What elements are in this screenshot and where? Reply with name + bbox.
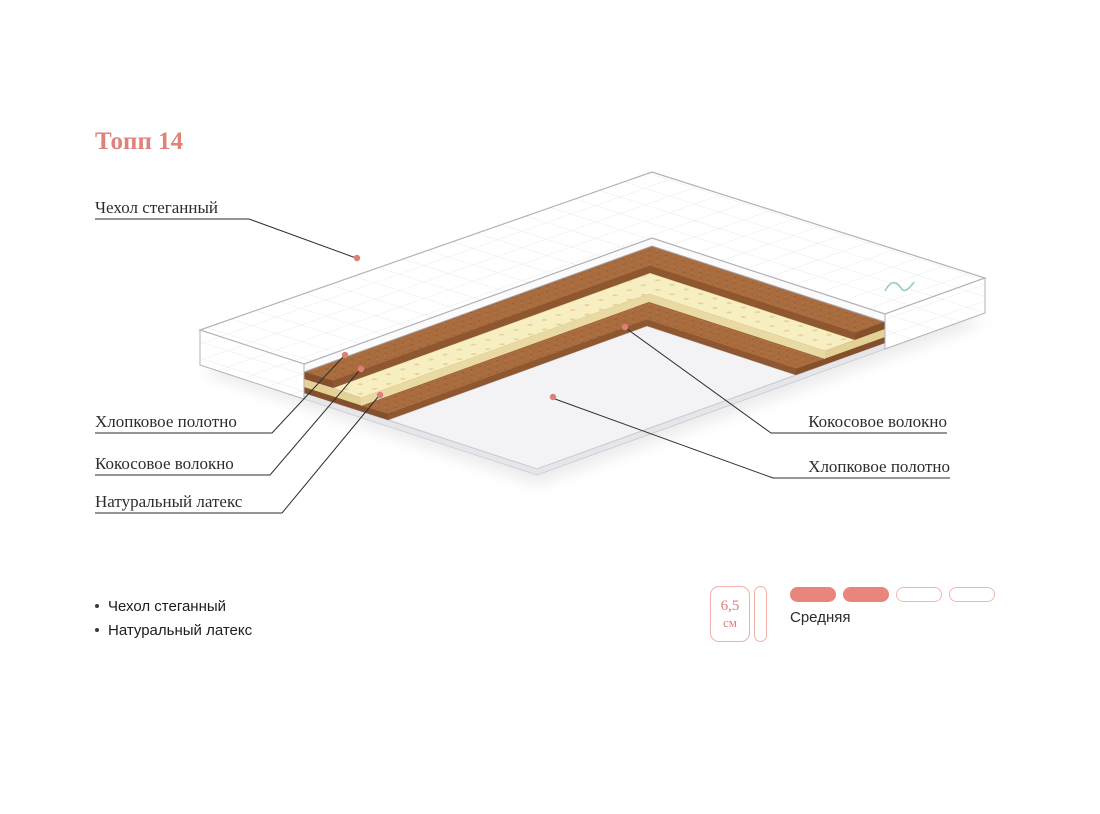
features-list: Чехол стеганный Натуральный латекс [95,594,252,642]
coco-edge-right-2 [796,337,885,375]
firmness-pill [949,587,995,602]
marker-dot-cotton-left [341,351,349,359]
coconut-upper-step-face [333,266,855,388]
coconut-lower-step-face [388,320,796,420]
firmness-indicator: Средняя [790,587,995,626]
coco-edge-left-1 [304,372,333,388]
label-quilted-cover: Чехол стеганный [95,198,218,217]
label-coconut-left: Кокосовое волокно [95,454,234,473]
latex-edge-left [304,379,361,406]
firmness-pills [790,587,995,602]
height-indicator: 6,5 см [710,586,750,642]
leader-cotton-left [95,356,344,434]
bullet-dot [95,604,99,608]
latex-step-face [361,294,825,406]
leader-cotton-right [554,398,950,479]
leader-cover [95,218,357,259]
label-cotton-left: Хлопковое полотно [95,412,237,431]
leader-latex-left [95,396,379,514]
firmness-label: Средняя [790,609,851,626]
feature-item: Натуральный латекс [108,621,253,639]
height-value: 6,5 [720,598,740,614]
firmness-pill [896,587,942,602]
cover-side-right [884,277,986,350]
height-unit: см [723,615,737,630]
coco-edge-right-1 [855,322,885,340]
marker-dot-cover [353,254,361,262]
feature-row: Чехол стеганный [95,594,252,618]
marker-dot-coco-left [357,365,365,373]
latex-edge-right [825,329,885,359]
fabric-logo [884,281,915,292]
label-latex-left: Натуральный латекс [95,492,243,511]
feature-item: Чехол стеганный [108,597,227,615]
bullet-dot [95,628,99,632]
marker-dot-cotton-right [549,393,557,401]
latex-holes-texture [333,273,855,398]
firmness-pill [790,587,836,602]
marker-dot-coco-right [621,323,629,331]
label-cotton-right: Хлопковое полотно [808,457,950,476]
label-coconut-right: Кокосовое волокно [808,412,947,431]
height-indicator-bar [754,586,767,642]
marker-dot-latex-left [376,391,384,399]
firmness-pill [843,587,889,602]
page-title: Топп 14 [95,128,184,155]
leader-coco-left [95,370,360,476]
coco-edge-left-2 [304,387,388,420]
feature-row: Натуральный латекс [95,618,252,642]
marker-dots [341,254,629,401]
leader-coco-right [626,328,947,434]
leader-lines [95,218,950,514]
